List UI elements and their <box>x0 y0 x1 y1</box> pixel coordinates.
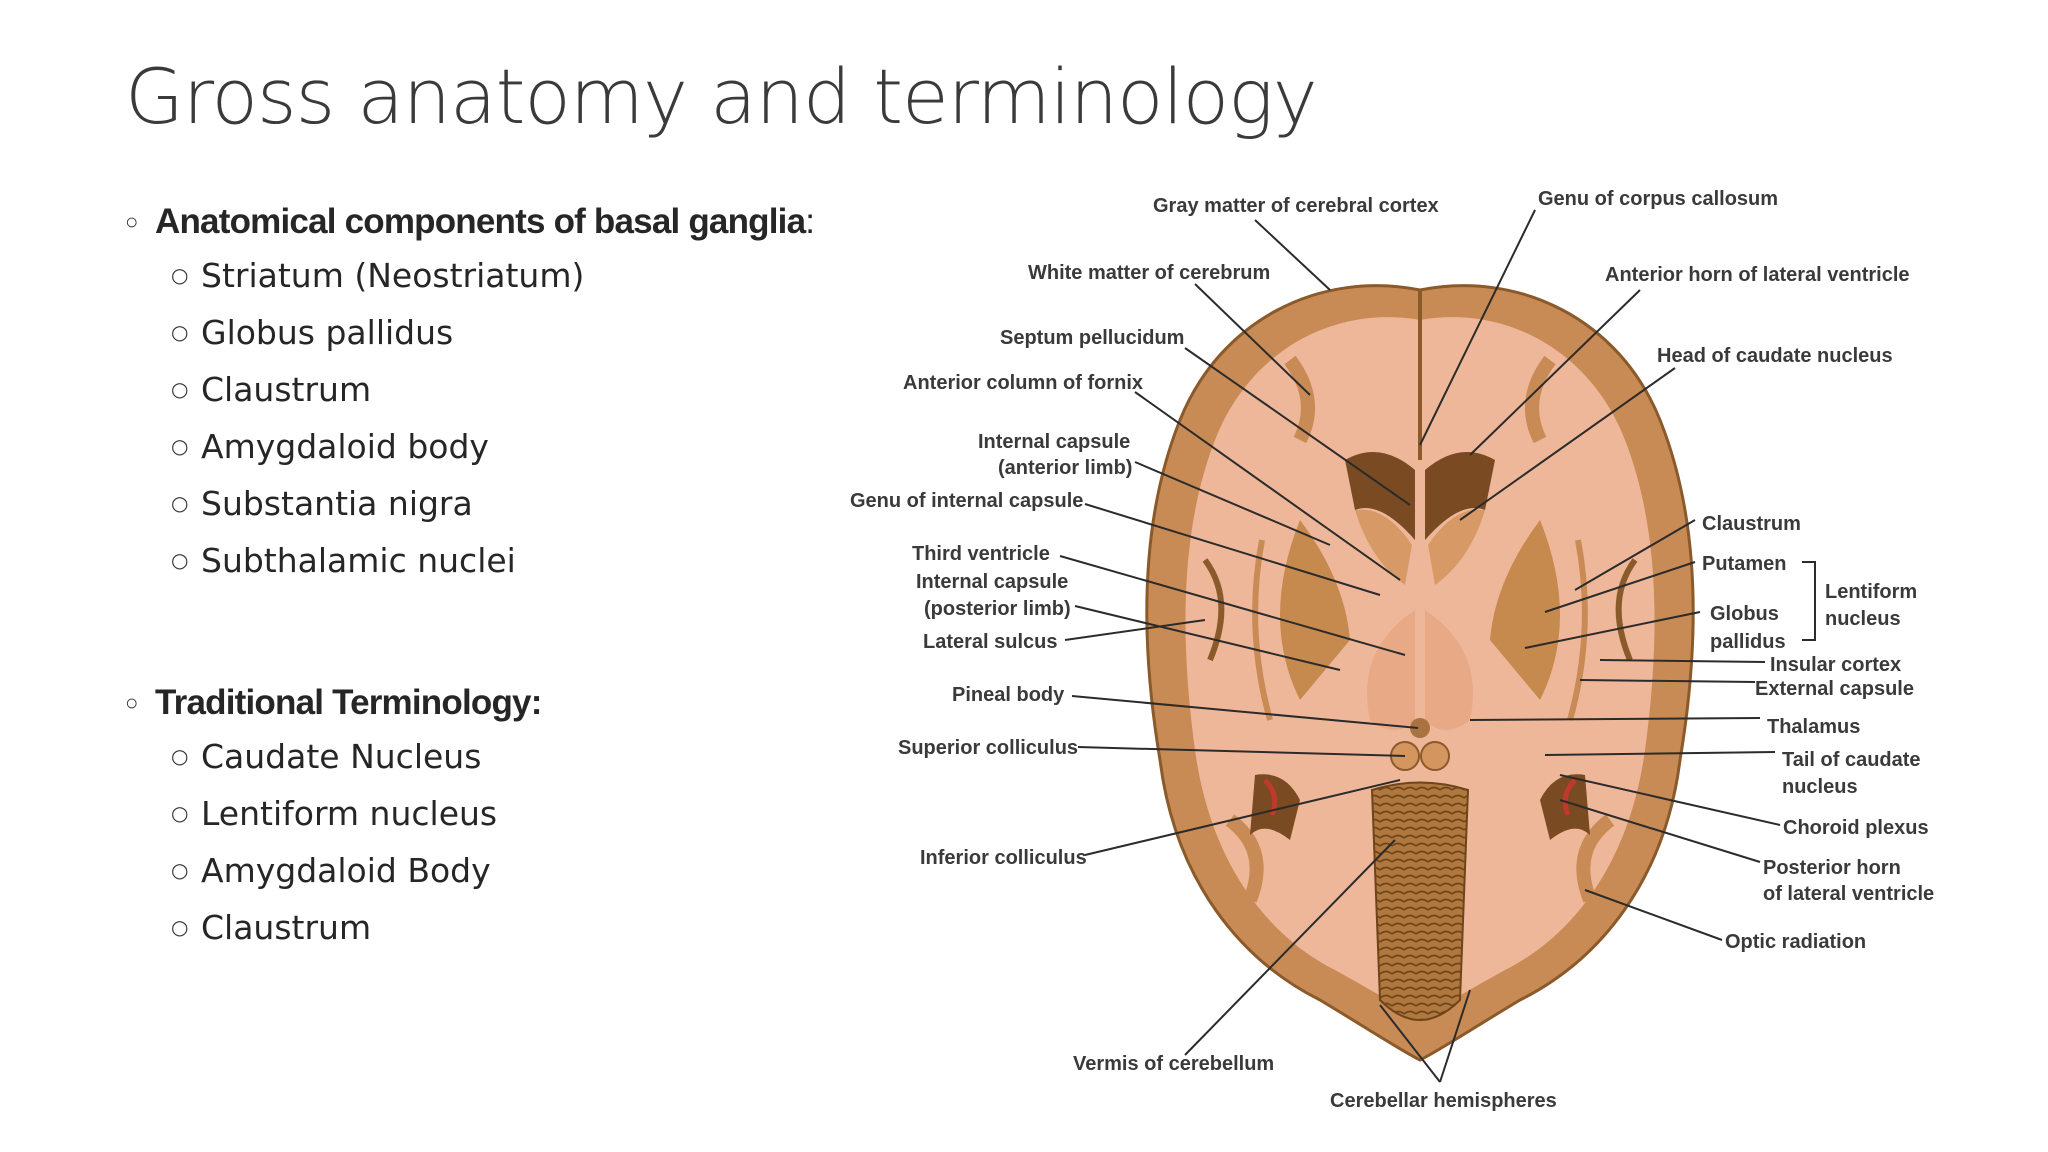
list-item-text: Caudate Nucleus <box>201 737 482 776</box>
label-fornix: Anterior column of fornix <box>903 372 1143 394</box>
bullet-circle-icon: ○ <box>171 858 189 882</box>
label-choroid-plexus: Choroid plexus <box>1783 817 1929 839</box>
list-item-text: Subthalamic nuclei <box>201 541 516 580</box>
list-item-text: Globus pallidus <box>201 313 454 352</box>
lentiform-nucleus-right <box>1490 520 1560 700</box>
list-item-text: Amygdaloid Body <box>201 851 491 890</box>
label-inferior-colliculus: Inferior colliculus <box>920 847 1087 869</box>
pineal-body <box>1410 718 1430 738</box>
label-septum: Septum pellucidum <box>1000 327 1184 349</box>
label-genu-internal-capsule: Genu of internal capsule <box>850 490 1083 512</box>
lateral-sulcus-right <box>1615 558 1638 662</box>
list-item-text: Lentiform nucleus <box>201 794 498 833</box>
slide-title: Gross anatomy and terminology <box>125 52 1318 141</box>
label-genu-corpus-callosum: Genu of corpus callosum <box>1538 188 1778 210</box>
list-item: ○ Lentiform nucleus <box>125 785 542 842</box>
bullet-circle-icon: ○ <box>171 801 189 825</box>
label-anterior-horn: Anterior horn of lateral ventricle <box>1605 264 1910 286</box>
brain-horizontal-section-diagram: Gray matter of cerebral cortex White mat… <box>850 188 1934 1112</box>
list-item: ○ Amygdaloid Body <box>125 842 542 899</box>
bullet-list-components: ○ Anatomical components of basal ganglia… <box>125 197 815 589</box>
choroid-plexus-right <box>1562 778 1577 816</box>
bullet-circle-icon: ○ <box>171 377 189 401</box>
list-item: ○ Globus pallidus <box>125 304 814 361</box>
list-item-text: Amygdaloid body <box>201 427 489 466</box>
label-external-capsule: External capsule <box>1755 678 1914 700</box>
label-lentiform: Lentiform <box>1825 581 1917 603</box>
label-globus: Globus <box>1710 603 1779 625</box>
label-superior-colliculus: Superior colliculus <box>898 737 1078 759</box>
label-claustrum: Claustrum <box>1702 513 1801 535</box>
label-lentiform-nucleus: nucleus <box>1825 608 1901 630</box>
bullet-circle-icon: ○ <box>171 263 189 287</box>
section-heading-colon: : <box>805 202 815 241</box>
list-item-text: Substantia nigra <box>201 484 473 523</box>
label-pallidus: pallidus <box>1710 631 1786 653</box>
bullet-list-terminology: ○ Traditional Terminology: ○ Caudate Nucl… <box>125 678 542 956</box>
thalamus-left <box>1367 610 1415 730</box>
label-internal-capsule-anterior: Internal capsule <box>978 431 1130 453</box>
label-tail-caudate: Tail of caudate <box>1782 749 1921 771</box>
lateral-sulcus <box>1202 558 1225 662</box>
list-item-text: Striatum (Neostriatum) <box>201 256 585 295</box>
caudate-head-left <box>1355 509 1412 585</box>
list-item: ○ Subthalamic nuclei <box>125 532 814 589</box>
label-white-matter: White matter of cerebrum <box>1028 262 1270 284</box>
label-head-caudate: Head of caudate nucleus <box>1657 345 1893 367</box>
label-pineal-body: Pineal body <box>952 684 1065 706</box>
label-internal-capsule-posterior-limb: (posterior limb) <box>924 598 1071 620</box>
leader-lines <box>1059 209 1816 1083</box>
label-putamen: Putamen <box>1702 553 1786 575</box>
label-lateral-sulcus: Lateral sulcus <box>923 631 1058 653</box>
bullet-circle-icon: ○ <box>171 744 189 768</box>
label-third-ventricle: Third ventricle <box>912 543 1050 565</box>
lentiform-nucleus-left <box>1280 520 1350 700</box>
label-thalamus: Thalamus <box>1767 716 1860 738</box>
caudate-head-right <box>1428 509 1485 585</box>
brain-section <box>1145 284 1695 1062</box>
bullet-circle-icon: ○ <box>171 548 189 572</box>
bullet-circle-icon: ○ <box>125 690 138 715</box>
bullet-circle-icon: ○ <box>171 320 189 344</box>
label-gray-matter: Gray matter of cerebral cortex <box>1153 195 1439 217</box>
section-heading-text: Anatomical components of basal ganglia <box>155 202 806 241</box>
anterior-horn-ventricles <box>1345 452 1415 540</box>
bullet-circle-icon: ○ <box>171 491 189 515</box>
bullet-circle-icon: ○ <box>171 434 189 458</box>
label-optic-radiation: Optic radiation <box>1725 931 1866 953</box>
label-internal-capsule-anterior-limb: (anterior limb) <box>998 457 1132 479</box>
claustrum-shape <box>1252 539 1273 721</box>
thalamus-right <box>1425 610 1473 730</box>
label-posterior-horn-lv: of lateral ventricle <box>1763 883 1934 905</box>
section-heading-terminology: ○ Traditional Terminology: <box>125 678 542 728</box>
section-heading-text: Traditional Terminology: <box>155 683 542 722</box>
label-vermis: Vermis of cerebellum <box>1073 1053 1274 1075</box>
label-cerebellar-hemispheres: Cerebellar hemispheres <box>1330 1090 1557 1112</box>
cerebellar-vermis <box>1370 781 1470 1021</box>
bullet-circle-icon: ○ <box>171 915 189 939</box>
label-insular-cortex: Insular cortex <box>1770 654 1901 676</box>
list-item: ○ Amygdaloid body <box>125 418 814 475</box>
list-item: ○ Claustrum <box>125 361 814 418</box>
list-item: ○ Caudate Nucleus <box>125 728 542 785</box>
list-item-text: Claustrum <box>201 908 372 947</box>
label-posterior-horn: Posterior horn <box>1763 857 1901 879</box>
bullet-circle-icon: ○ <box>125 209 138 234</box>
label-internal-capsule-posterior: Internal capsule <box>916 571 1068 593</box>
claustrum-shape-right <box>1567 539 1588 721</box>
label-tail-caudate-nucleus: nucleus <box>1782 776 1858 798</box>
list-item: ○ Substantia nigra <box>125 475 814 532</box>
section-heading-components: ○ Anatomical components of basal ganglia… <box>125 197 815 247</box>
list-item: ○ Striatum (Neostriatum) <box>125 247 814 304</box>
list-item-text: Claustrum <box>201 370 372 409</box>
list-item: ○ Claustrum <box>125 899 542 956</box>
white-matter-region <box>1185 317 1655 1019</box>
choroid-plexus-left <box>1263 778 1278 816</box>
